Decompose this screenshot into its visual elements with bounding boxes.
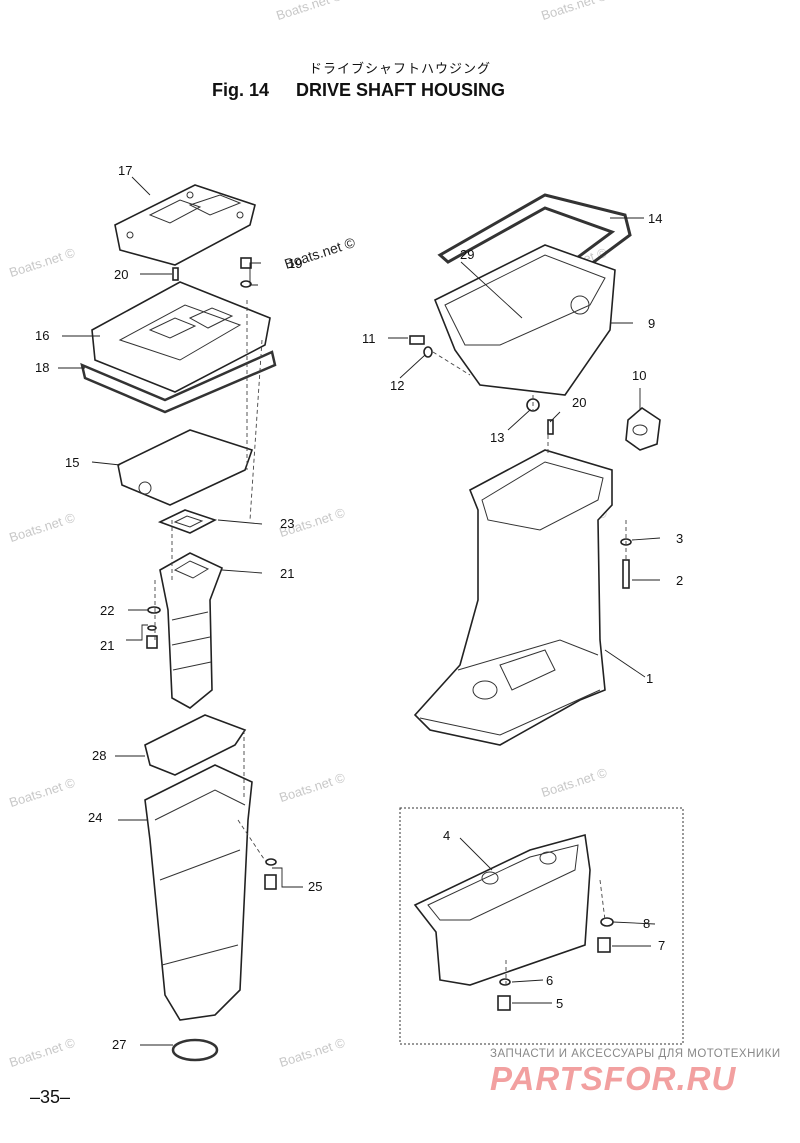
part-15-gasket bbox=[117, 429, 254, 506]
callout-12: 12 bbox=[390, 378, 404, 393]
callout-17: 17 bbox=[118, 163, 132, 178]
callout-25: 24 bbox=[88, 810, 102, 825]
part-28-o-ring bbox=[171, 1038, 219, 1062]
callout-19: 19 bbox=[288, 256, 302, 271]
callout-26: 25 bbox=[308, 879, 322, 894]
part-11-bolt bbox=[409, 335, 425, 345]
callout-28: 27 bbox=[112, 1037, 126, 1052]
part-18-gasket bbox=[80, 350, 277, 414]
part-25-muffler bbox=[144, 764, 253, 1021]
callout-20: 20 bbox=[572, 395, 586, 410]
part-16-exhaust-adaptor bbox=[91, 281, 271, 393]
figure-number: Fig. 14 bbox=[212, 80, 270, 100]
callout-8: 8 bbox=[643, 916, 650, 931]
part-8-washer bbox=[600, 917, 614, 927]
callout-22: 21 bbox=[100, 638, 114, 653]
callout-3: 3 bbox=[676, 531, 683, 546]
part-17-gasket bbox=[114, 184, 256, 266]
footer-tagline: ЗАПЧАСТИ И АКСЕССУАРЫ ДЛЯ МОТОТЕХНИКИ bbox=[490, 1048, 781, 1060]
part-9-apron bbox=[433, 244, 616, 396]
callout-1: 1 bbox=[646, 671, 653, 686]
callout-9: 9 bbox=[648, 316, 655, 331]
part-26-bolt bbox=[264, 858, 277, 890]
callout-29: 29 bbox=[460, 247, 474, 262]
part-24-gasket bbox=[157, 509, 218, 534]
part-27-gasket bbox=[144, 714, 247, 776]
part-1-drive-shaft-housing bbox=[413, 449, 613, 746]
part-19-bolt bbox=[240, 257, 252, 288]
part-5-bolt bbox=[497, 995, 511, 1011]
callout-16: 16 bbox=[35, 328, 49, 343]
callout-5: 5 bbox=[556, 996, 563, 1011]
part-2-bolt bbox=[622, 559, 630, 589]
callout-7: 7 bbox=[658, 938, 665, 953]
part-4-upper-mount-bracket bbox=[413, 833, 591, 986]
figure-name: DRIVE SHAFT HOUSING bbox=[296, 80, 506, 100]
callout-21: 21 bbox=[280, 566, 294, 581]
part-7-bolt bbox=[597, 937, 611, 953]
callout-23: 22 bbox=[100, 603, 114, 618]
callout-27: 28 bbox=[92, 748, 106, 763]
callout-4: 4 bbox=[443, 828, 450, 843]
figure-title: Fig. 14 DRIVE SHAFT HOUSING bbox=[212, 80, 505, 101]
part-21-exhaust-guide bbox=[159, 552, 224, 709]
part-6-washer bbox=[499, 978, 511, 986]
inset-box-mount-parts bbox=[399, 807, 684, 1045]
part-22-bolt bbox=[146, 606, 161, 649]
callout-10: 10 bbox=[632, 368, 646, 383]
part-10-rubber-mount bbox=[625, 406, 661, 451]
callout-15: 15 bbox=[65, 455, 79, 470]
part-20-dowel-pin bbox=[172, 267, 554, 435]
callout-11: 11 bbox=[362, 331, 376, 346]
page-number: –35– bbox=[30, 1087, 71, 1107]
callout-18: 18 bbox=[35, 360, 49, 375]
part-12-washer bbox=[423, 346, 433, 358]
callout-20: 20 bbox=[114, 267, 128, 282]
brand-logo: PARTSFOR.RU bbox=[490, 1060, 737, 1097]
callout-14: 14 bbox=[648, 211, 662, 226]
callout-13: 13 bbox=[490, 430, 504, 445]
japanese-title: ドライブシャフトハウジング bbox=[308, 62, 491, 77]
callout-24: 23 bbox=[280, 516, 294, 531]
callout-2: 2 bbox=[676, 573, 683, 588]
callout-6: 6 bbox=[546, 973, 553, 988]
